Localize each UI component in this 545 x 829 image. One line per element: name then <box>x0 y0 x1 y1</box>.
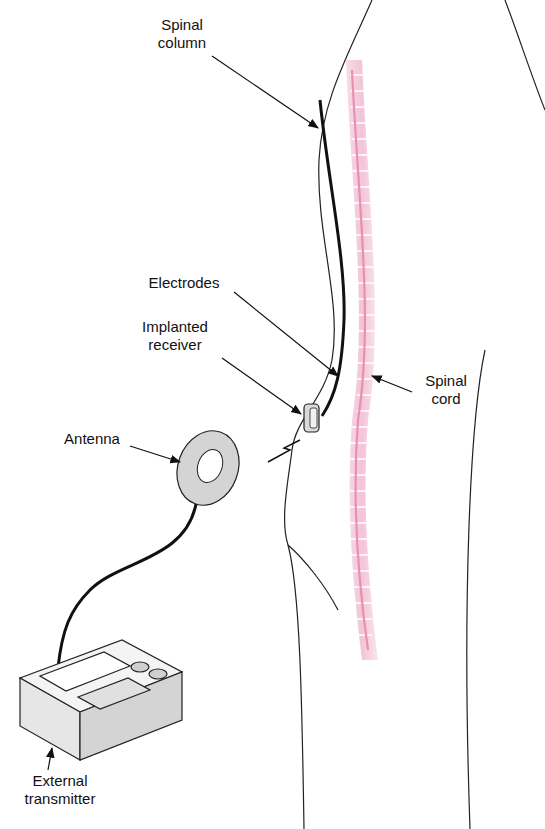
implanted-receiver <box>304 404 319 432</box>
vertebra-stroke <box>355 314 377 316</box>
vertebra-stroke <box>350 618 372 620</box>
spinal-cord <box>352 70 368 650</box>
vertebra-stroke <box>350 426 372 428</box>
vertebra-stroke <box>350 570 372 572</box>
vertebra-stroke <box>350 522 372 524</box>
vertebra-stroke <box>354 266 376 268</box>
vertebra-stroke <box>357 394 379 396</box>
leader-lines <box>48 56 412 770</box>
part-label: Electrodes <box>134 274 234 292</box>
vertebra-stroke <box>350 458 372 460</box>
vertebra-stroke <box>354 250 376 252</box>
vertebra-stroke <box>356 378 378 380</box>
vertebra-stroke <box>350 474 372 476</box>
vertebra-stroke <box>353 202 375 204</box>
vertebra-stroke <box>352 170 374 172</box>
vertebra-stroke <box>350 538 372 540</box>
vertebra-stroke <box>356 346 378 348</box>
vertebra-stroke <box>353 186 375 188</box>
part-label: Spinal cord <box>414 372 478 408</box>
vertebra-stroke <box>350 490 372 492</box>
vertebra-stroke <box>350 442 372 444</box>
signal-zigzag <box>268 440 300 462</box>
vertebra-stroke <box>350 74 372 76</box>
vertebra-stroke <box>356 362 378 364</box>
vertebra-stroke <box>354 234 376 236</box>
part-label: Implanted receiver <box>128 318 222 354</box>
vertebra-stroke <box>355 330 377 332</box>
electrode-lead <box>320 100 344 416</box>
vertebra-stroke <box>353 218 375 220</box>
vertebra-stroke <box>350 554 372 556</box>
vertebra-stroke <box>350 506 372 508</box>
spinal-column-band <box>346 60 378 660</box>
body-outline <box>285 0 545 829</box>
vertebra-stroke <box>350 634 372 636</box>
vertebra-stroke <box>354 282 376 284</box>
external-transmitter <box>20 640 182 760</box>
part-label: External transmitter <box>8 772 112 808</box>
vertebra-stroke <box>352 154 374 156</box>
part-label: Spinal column <box>146 16 218 52</box>
part-label: Antenna <box>54 430 130 448</box>
antenna <box>167 422 249 514</box>
